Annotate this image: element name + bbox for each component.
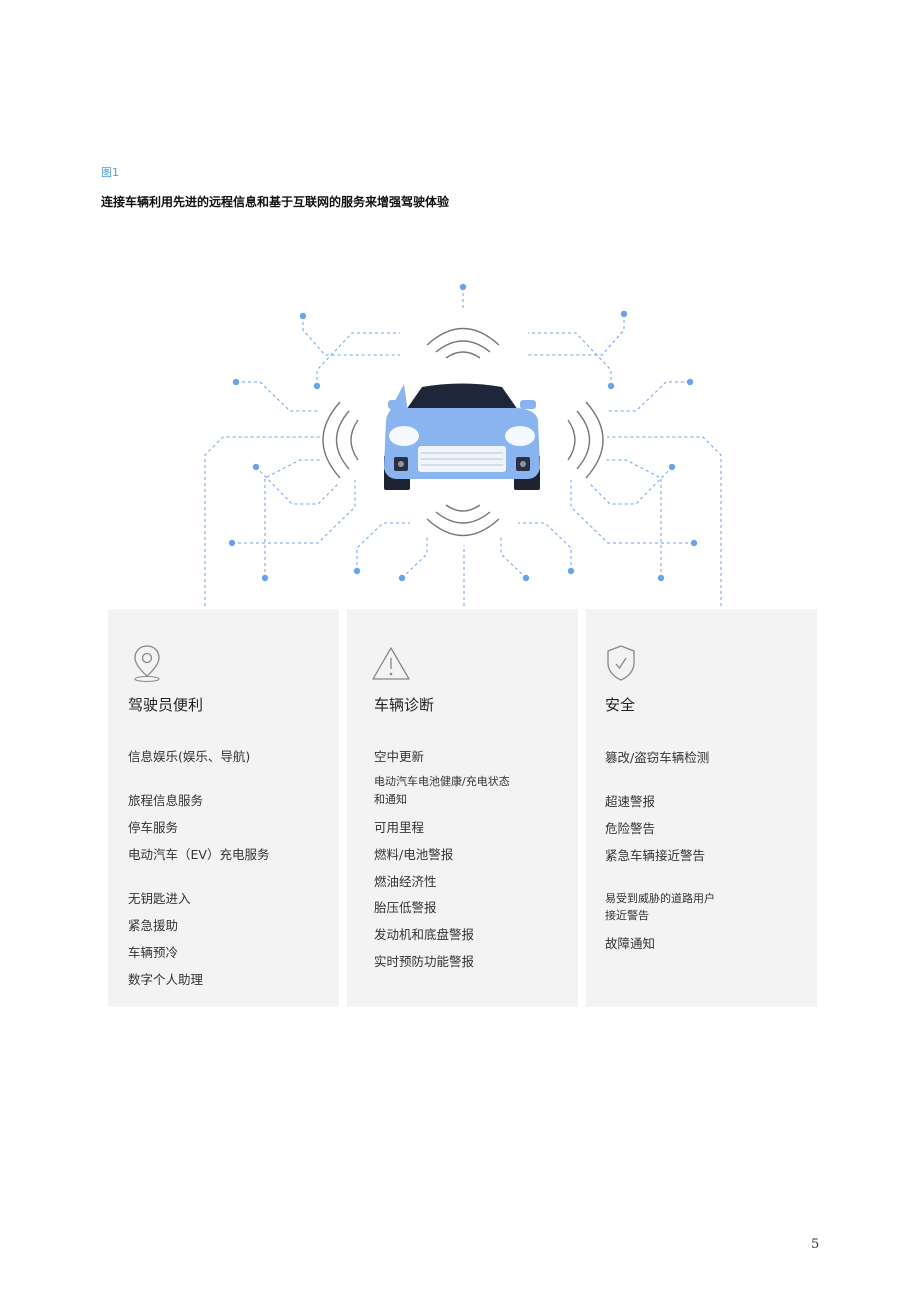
list-item: 易受到威胁的道路用户 — [605, 892, 715, 905]
list-item: 信息娱乐(娱乐、导航) — [128, 749, 251, 764]
panel-title: 车辆诊断 — [374, 696, 435, 714]
list-item: 篡改/盗窃车辆检测 — [605, 750, 710, 765]
list-item: 燃料/电池警报 — [374, 847, 454, 862]
list-item: 实时预防功能警报 — [374, 954, 475, 969]
list-item: 电动汽车电池健康/充电状态 — [374, 775, 510, 788]
location-pin-icon — [134, 645, 160, 683]
list-item: 电动汽车（EV）充电服务 — [128, 847, 270, 862]
panel-title: 驾驶员便利 — [128, 696, 204, 714]
list-item: 接近警告 — [605, 909, 649, 922]
list-item: 停车服务 — [128, 820, 179, 835]
list-item: 空中更新 — [374, 749, 425, 764]
list-item: 和通知 — [374, 793, 407, 806]
list-item: 发动机和底盘警报 — [374, 927, 475, 942]
panel-vehicle-diagnostics: 车辆诊断 空中更新 电动汽车电池健康/充电状态 和通知 可用里程 燃料/电池警报… — [347, 609, 578, 1007]
signal-wave-icon — [322, 327, 604, 537]
figure-title: 连接车辆利用先进的远程信息和基于互联网的服务来增强驾驶体验 — [101, 195, 450, 209]
list-item: 可用里程 — [374, 820, 425, 835]
list-item: 超速警报 — [605, 794, 656, 809]
list-item: 数字个人助理 — [128, 972, 204, 987]
list-item: 紧急援助 — [128, 918, 179, 933]
list-item: 故障通知 — [605, 936, 656, 951]
shield-check-icon — [607, 645, 635, 681]
list-item: 燃油经济性 — [374, 874, 437, 889]
list-item: 车辆预冷 — [128, 945, 179, 960]
warning-triangle-icon — [372, 647, 410, 680]
list-item: 无钥匙进入 — [128, 891, 191, 906]
panel-safety: 安全 篡改/盗窃车辆检测 超速警报 危险警告 紧急车辆接近警告 易受到威胁的道路… — [586, 609, 817, 1007]
panel-driver-convenience: 驾驶员便利 信息娱乐(娱乐、导航) 旅程信息服务 停车服务 电动汽车（EV）充电… — [108, 609, 339, 1007]
car-icon — [384, 383, 540, 490]
page-number: 5 — [811, 1237, 820, 1252]
list-item: 危险警告 — [605, 821, 656, 836]
panel-title: 安全 — [605, 696, 636, 714]
list-item: 旅程信息服务 — [128, 793, 204, 808]
connected-car-diagram — [201, 283, 725, 634]
figure-label: 图1 — [101, 166, 119, 179]
list-item: 胎压低警报 — [374, 900, 437, 915]
connector-lines — [204, 287, 722, 630]
list-item: 紧急车辆接近警告 — [605, 848, 706, 863]
